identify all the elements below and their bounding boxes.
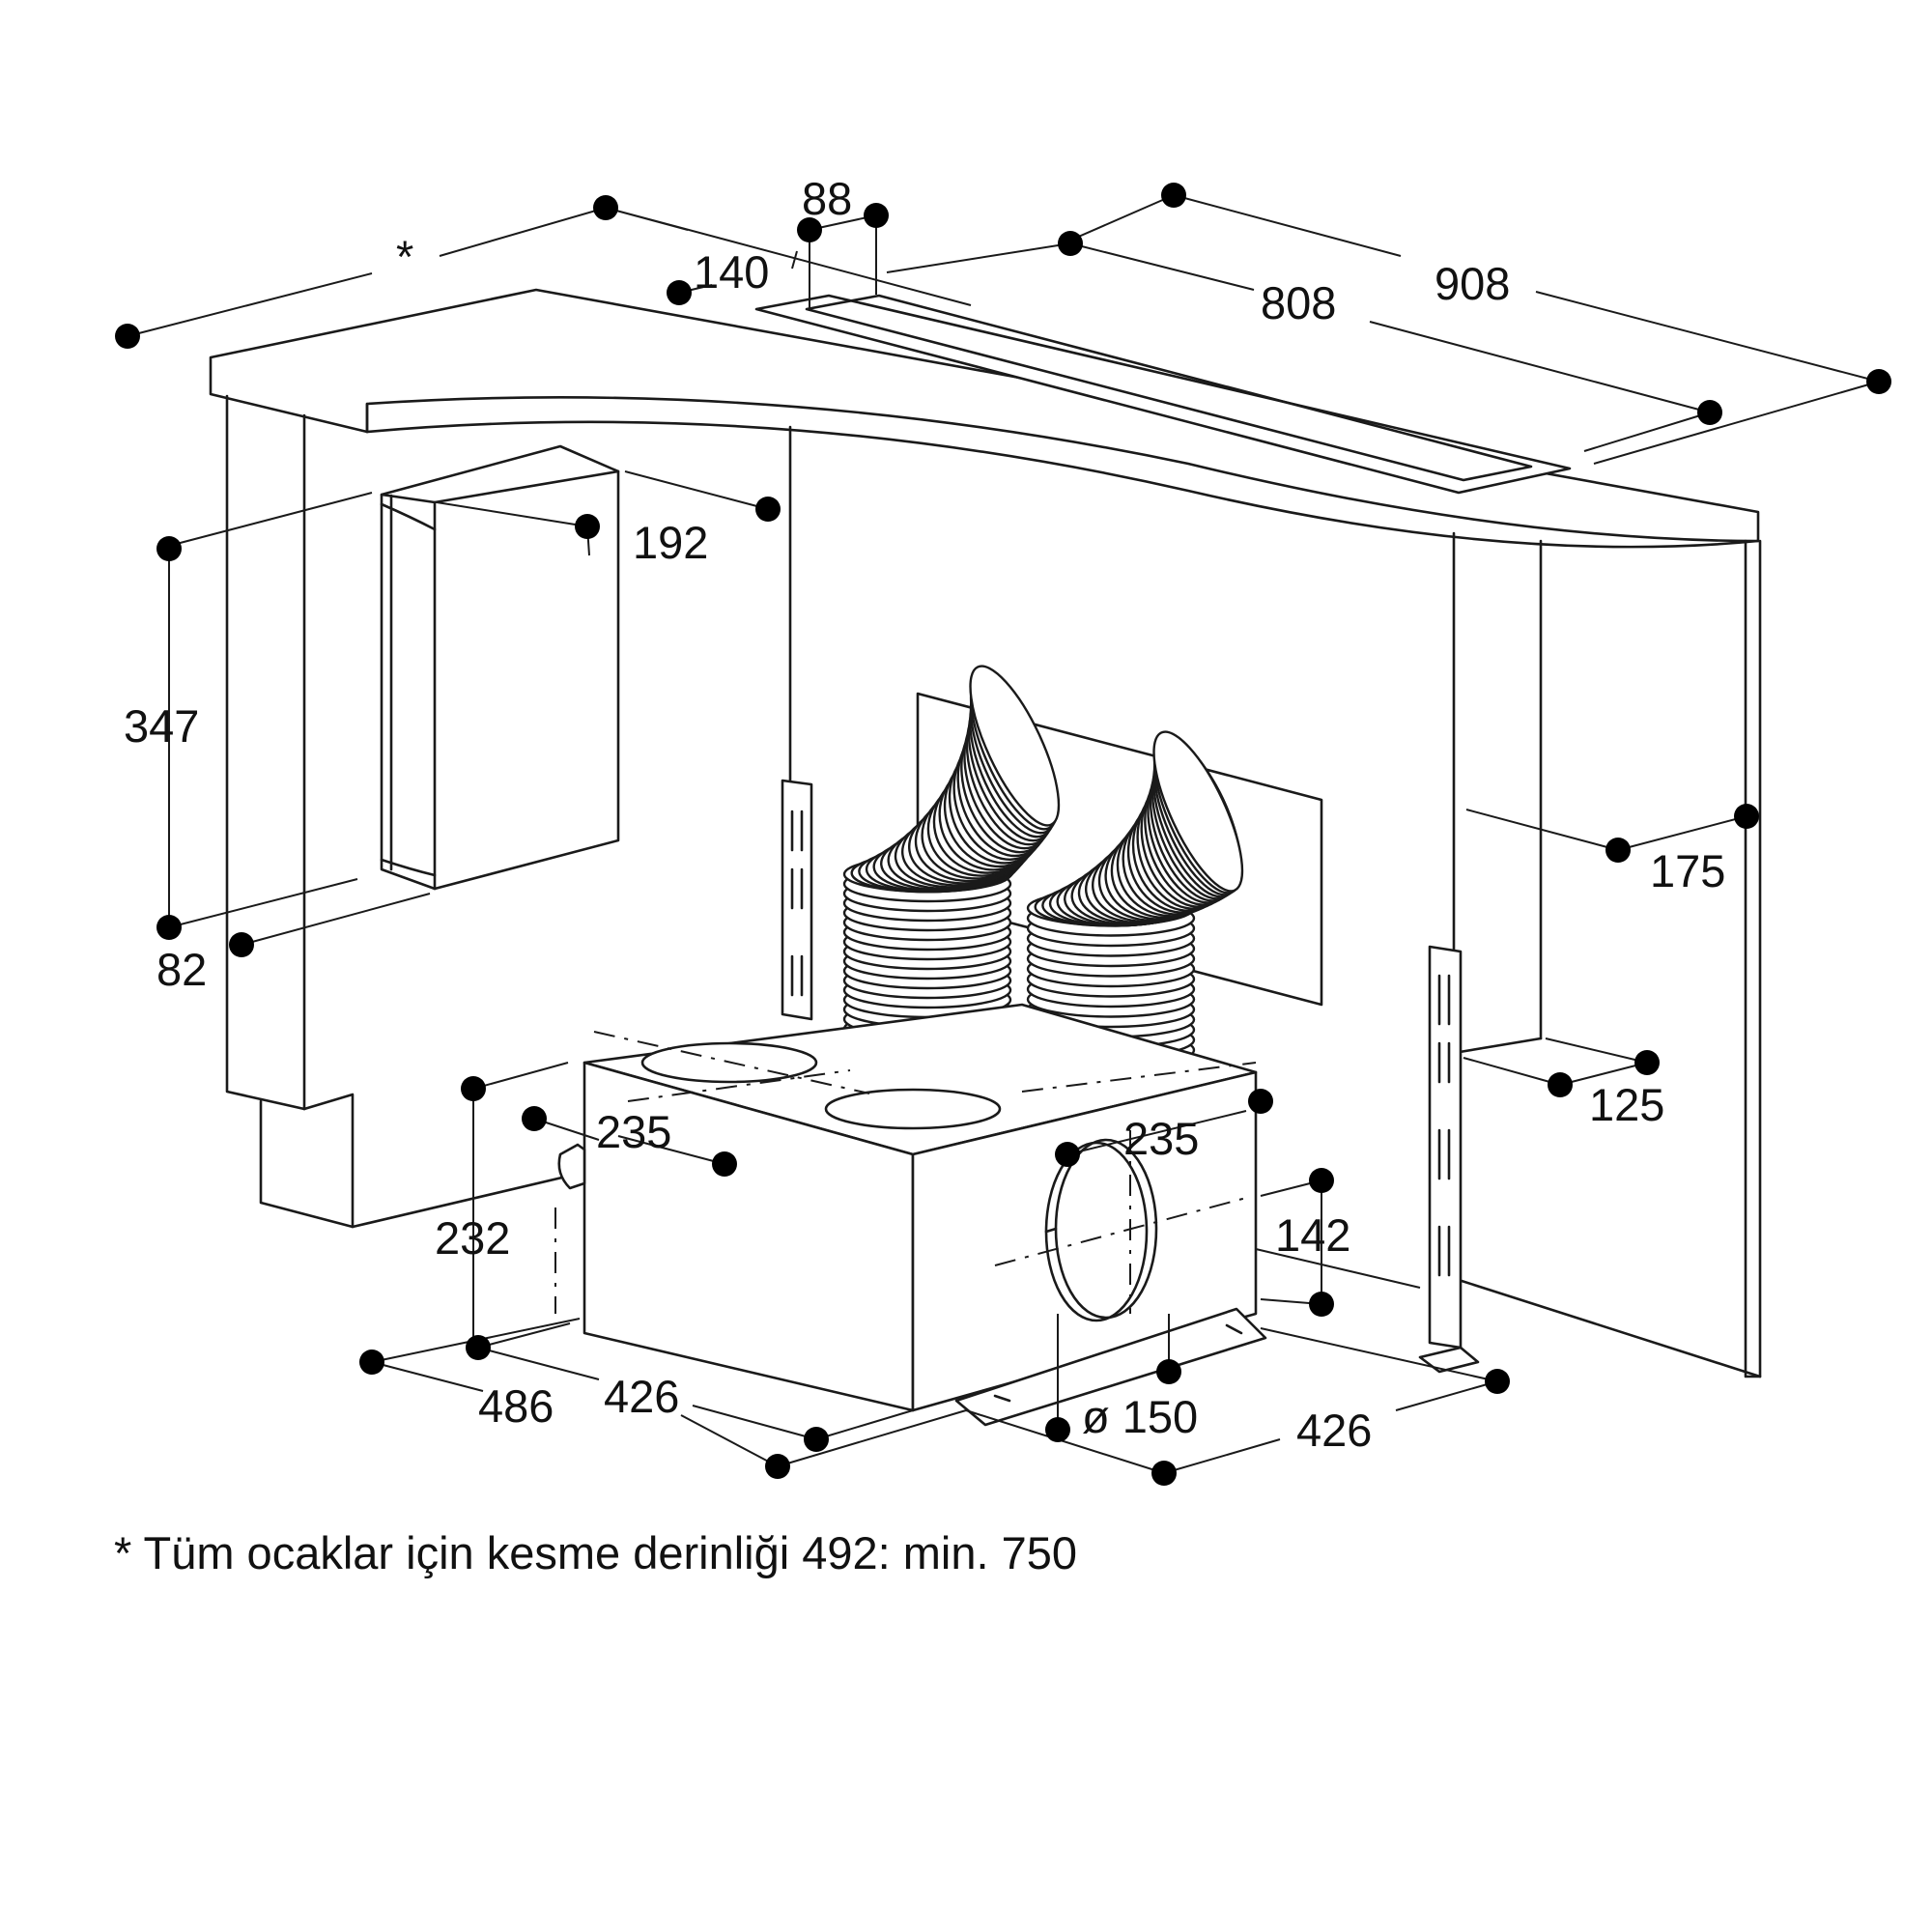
- dim-235-left-label: 235: [596, 1106, 671, 1157]
- dimension-dot: [1045, 1417, 1070, 1442]
- dimension-lines: [127, 194, 1880, 1474]
- dimension-dot: [1485, 1369, 1510, 1394]
- dimension-dot: [1156, 1359, 1181, 1384]
- dimension-labels: * 88 140 808 908 192 347 82 175 125 235 …: [124, 173, 1725, 1456]
- dimension-dot: [712, 1151, 737, 1177]
- dimension-dot: [1697, 400, 1722, 425]
- dim-808-label: 808: [1261, 277, 1336, 328]
- dimension-dot: [755, 497, 781, 522]
- dim-347-label: 347: [124, 700, 199, 752]
- dimension-dot: [1734, 804, 1759, 829]
- dimension-dot: [797, 217, 822, 242]
- dimension-dots: [115, 183, 1891, 1486]
- dimension-dot: [667, 280, 692, 305]
- dimension-dot: [1634, 1050, 1660, 1075]
- dim-908-label: 908: [1435, 258, 1510, 309]
- dim-175-label: 175: [1650, 845, 1725, 896]
- dimension-dot: [522, 1106, 547, 1131]
- dimension-dot: [1309, 1168, 1334, 1193]
- dim-star-label: *: [396, 231, 413, 282]
- dim-82-label: 82: [156, 944, 207, 995]
- dim-88-label: 88: [802, 173, 852, 224]
- fan-module: [557, 1003, 1267, 1427]
- dimension-dot: [1055, 1142, 1080, 1167]
- centre-lines: [554, 1031, 1257, 1314]
- filter-module: [380, 444, 620, 891]
- wall-rail-right: [1418, 945, 1480, 1374]
- dimension-dot: [804, 1427, 829, 1452]
- worktop: [209, 288, 1760, 549]
- dimension-dot: [229, 932, 254, 957]
- dimension-dot: [1605, 838, 1631, 863]
- dimension-dot: [1548, 1072, 1573, 1097]
- dim-232-label: 232: [435, 1212, 510, 1264]
- dimension-dot: [1161, 183, 1186, 208]
- dim-142-label: 142: [1275, 1209, 1350, 1261]
- dimension-dot: [1248, 1089, 1273, 1114]
- dimension-dot: [1058, 231, 1083, 256]
- left-cabinet-side: [225, 394, 601, 1229]
- dimension-dot: [1866, 369, 1891, 394]
- dimension-dot: [359, 1350, 384, 1375]
- dim-235-right-label: 235: [1123, 1113, 1199, 1164]
- dim-140-label: 140: [694, 246, 769, 298]
- dim-486-label: 486: [478, 1380, 554, 1432]
- dimension-dot: [765, 1454, 790, 1479]
- dimension-dot: [156, 915, 182, 940]
- dim-125-label: 125: [1589, 1079, 1664, 1130]
- dimension-dot: [864, 203, 889, 228]
- dim-426-left-label: 426: [604, 1371, 679, 1422]
- downdraft-slot: [754, 294, 1572, 495]
- wall-rail-left: [781, 779, 813, 1021]
- dimension-dot: [1151, 1461, 1177, 1486]
- dimension-dot: [461, 1076, 486, 1101]
- dim-426-right-label: 426: [1296, 1405, 1372, 1456]
- dimension-dot: [593, 195, 618, 220]
- flex-duct-right: [1026, 730, 1244, 1090]
- dimension-dot: [1309, 1292, 1334, 1317]
- dim-192-label: 192: [633, 517, 708, 568]
- dimension-dot: [575, 514, 600, 539]
- dimension-dot: [156, 536, 182, 561]
- flex-duct-left: [842, 665, 1061, 1048]
- dim-150-label: ø 150: [1082, 1391, 1198, 1442]
- dimension-dot: [466, 1335, 491, 1360]
- dimension-dot: [115, 324, 140, 349]
- footnote: * Tüm ocaklar için kesme derinliği 492: …: [114, 1527, 1078, 1578]
